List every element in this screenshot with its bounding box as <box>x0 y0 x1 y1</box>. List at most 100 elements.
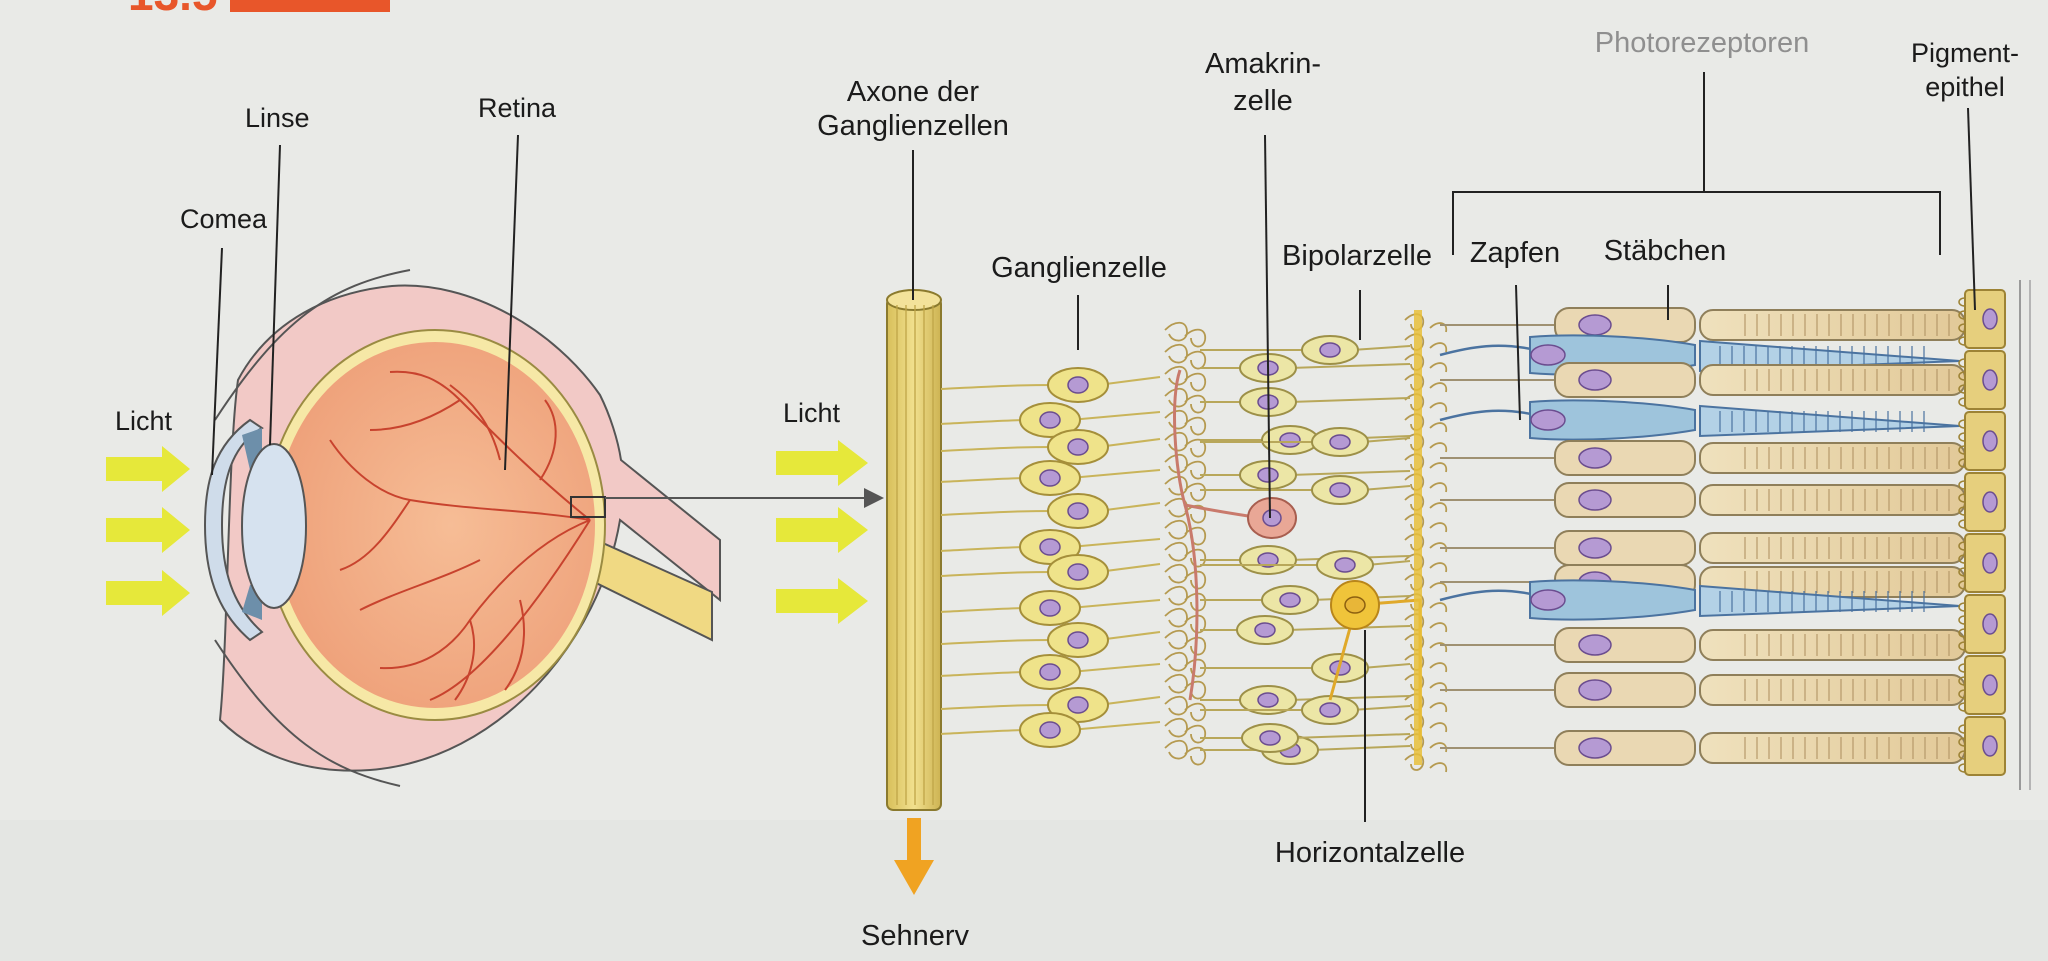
light-arrow-icon <box>776 507 868 553</box>
pigment-cell <box>1958 533 2006 593</box>
synapse-loop <box>1404 693 1448 713</box>
nucleus-icon <box>1578 369 1612 391</box>
cornea <box>203 418 264 642</box>
ganglion-cell <box>1019 529 1161 565</box>
amakrine-cell <box>1173 369 1297 701</box>
pigment-cell <box>1958 411 2006 471</box>
synapse-loop <box>1164 321 1207 348</box>
nucleus-icon <box>1329 434 1351 450</box>
synapse-loop <box>1164 717 1207 744</box>
label-axone-line1: Axone der <box>847 76 980 108</box>
nucleus-icon <box>1578 447 1612 469</box>
nucleus-icon <box>1067 696 1089 714</box>
label-staebchen: Stäbchen <box>1604 235 1727 267</box>
label-amakrin-line1: Amakrin- <box>1205 48 1321 80</box>
upper-eyelid <box>214 269 411 421</box>
label-pigment-line1: Pigment- <box>1911 38 2019 68</box>
nucleus-icon <box>1578 737 1612 759</box>
axon-fiber <box>940 639 1057 645</box>
nucleus-icon <box>1530 589 1566 611</box>
photoreceptor-bracket <box>1452 191 1941 255</box>
axon-fiber <box>940 510 1057 516</box>
synapse-loop <box>1404 513 1448 533</box>
nucleus-icon <box>1039 469 1061 487</box>
synapse-loop <box>1164 629 1207 656</box>
nucleus-icon <box>1578 314 1612 336</box>
nucleus-icon <box>1257 692 1279 708</box>
ganglion-cell <box>1047 622 1161 658</box>
label-horizontalzelle: Horizontalzelle <box>1275 837 1465 869</box>
ganglion-cell <box>1047 493 1161 529</box>
pigment-cell <box>1958 716 2006 776</box>
pigment-cell <box>1958 472 2006 532</box>
cornea-leader <box>211 247 223 476</box>
ganglion-cell <box>1047 429 1161 465</box>
synapse-loop <box>1404 653 1448 673</box>
light-arrow-icon <box>106 507 190 553</box>
nucleus-icon <box>1279 592 1301 608</box>
synapse-loop <box>1164 607 1207 634</box>
synapse-loop <box>1404 733 1448 753</box>
label-linse: Linse <box>245 103 310 133</box>
retina-layers: Licht <box>776 27 2031 952</box>
label-photorezeptoren: Photorezeptoren <box>1595 27 1809 59</box>
bipolar-cell <box>1200 427 1411 457</box>
cone-cell <box>1439 399 1961 441</box>
synapse-loop <box>1164 739 1207 766</box>
ganglion-cell <box>1019 460 1161 496</box>
nucleus-icon <box>1982 308 1998 330</box>
lower-eyelid <box>214 639 401 787</box>
rod-cell <box>1440 627 1966 663</box>
synapse-loop <box>1404 433 1448 453</box>
synapse-loop <box>1164 695 1207 722</box>
label-zapfen: Zapfen <box>1470 237 1560 269</box>
nucleus-icon <box>1279 432 1301 448</box>
bipolar-cell <box>1200 475 1411 505</box>
nucleus-icon <box>1982 613 1998 635</box>
light-arrow-icon <box>106 570 190 616</box>
nucleus-icon <box>1530 344 1566 366</box>
rod-cell <box>1440 482 1966 518</box>
nucleus-icon <box>1039 721 1061 739</box>
synapse-loop <box>1404 713 1448 733</box>
rod-cell <box>1440 530 1966 566</box>
synapse-loop <box>1164 475 1207 502</box>
synapse-loop <box>1404 473 1448 493</box>
label-sehnerv: Sehnerv <box>861 920 970 952</box>
ganglion-cell <box>1019 402 1161 438</box>
synapse-loop <box>1404 453 1448 473</box>
synapse-loop <box>1404 373 1448 393</box>
nucleus-icon <box>1259 730 1281 746</box>
synapse-loop <box>1404 353 1448 373</box>
zapfen-leader <box>1515 284 1521 421</box>
nucleus-icon <box>1329 482 1351 498</box>
nucleus-icon <box>1530 409 1566 431</box>
synapse-loop <box>1404 393 1448 413</box>
light-arrow-icon <box>106 446 190 492</box>
synapse-loop <box>1404 333 1448 353</box>
vitreous-body <box>275 342 595 708</box>
eye-cross-section: Linse Retina Comea Licht <box>106 93 884 787</box>
light-arrow-icon <box>776 578 868 624</box>
ganglion-cell <box>1019 654 1161 690</box>
nucleus-icon <box>1578 489 1612 511</box>
ganglion-cell <box>1019 590 1161 626</box>
down-arrow-icon <box>894 818 934 895</box>
synapse-loop <box>1404 633 1448 653</box>
nucleus-icon <box>1067 376 1089 394</box>
label-retina: Retina <box>478 93 557 123</box>
label-bipolarzelle: Bipolarzelle <box>1282 240 1432 272</box>
nucleus-icon <box>1982 369 1998 391</box>
light-arrows-retina <box>776 440 868 624</box>
ganglion-cells <box>1019 367 1161 748</box>
nucleus-icon <box>1578 679 1612 701</box>
synapse-loop <box>1164 585 1207 612</box>
bipolar-cell <box>1200 335 1411 365</box>
synapse-loop <box>1164 563 1207 590</box>
pigment-epithelium <box>1958 280 2031 790</box>
label-ganglienzelle: Ganglienzelle <box>991 252 1167 284</box>
nucleus-icon <box>1982 674 1998 696</box>
axon-strands <box>896 305 934 805</box>
synapse-loop <box>1404 493 1448 513</box>
